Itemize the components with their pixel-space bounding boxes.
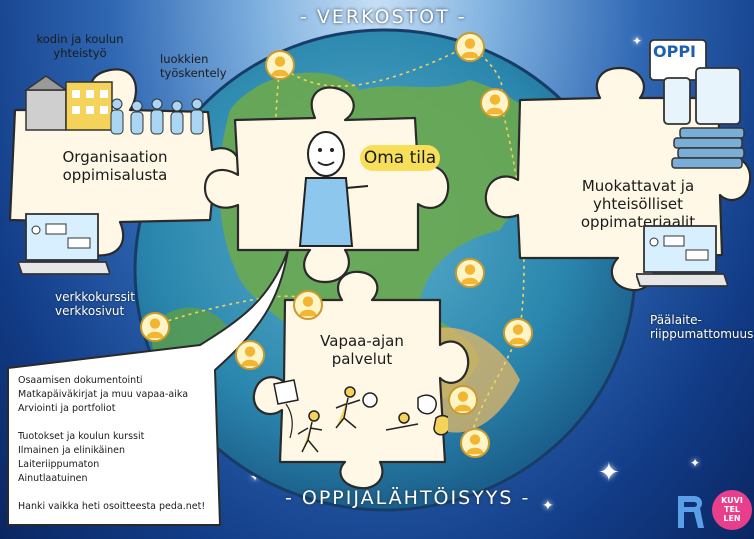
school-home-label: kodin ja koulun yhteistyö — [36, 32, 124, 60]
person-avatar-icon — [460, 428, 490, 458]
crowd-icon — [110, 98, 204, 135]
person-avatar-icon — [235, 340, 265, 370]
info-item: Ilmainen ja elinikäinen — [18, 445, 126, 456]
info-item: Ainutlaatuinen — [18, 473, 88, 484]
person-avatar-icon — [455, 32, 485, 62]
info-item: Tuotokset ja koulun kurssit — [18, 431, 145, 442]
person-avatar-icon — [265, 50, 295, 80]
leisure-activities-icon — [273, 379, 448, 453]
person-avatar-icon — [503, 318, 533, 348]
kuvitellen-logo-line: LEN — [723, 514, 741, 523]
person-avatar-icon — [448, 385, 478, 415]
organisation-platform-label: Organisaation oppimisalusta — [62, 148, 168, 184]
info-item: Arviointi ja portfoliot — [18, 403, 116, 414]
laptop-icon — [636, 225, 728, 287]
school-buildings-icon — [23, 75, 113, 131]
person-avatar-icon — [293, 290, 323, 320]
pr-logo — [676, 494, 706, 534]
teacher-figure-icon — [298, 131, 369, 247]
top-banner-title: - VERKOSTOT - — [300, 6, 467, 28]
person-avatar-icon — [140, 312, 170, 342]
kuvitellen-logo-line: TEL — [723, 505, 741, 514]
leisure-services-label: Vapaa-ajan palvelut — [320, 332, 404, 368]
info-footer-link[interactable]: Hanki vaikka heti osoitteesta peda.net! — [18, 501, 206, 512]
person-avatar-icon — [455, 258, 485, 288]
kuvitellen-logo-line: KUVI — [721, 496, 743, 505]
oppi-logo: OPPI — [653, 42, 697, 61]
bottom-banner-title: - OPPIJALÄHTÖISYYS - — [285, 487, 531, 509]
kuvitellen-logo: KUVI TEL LEN — [712, 490, 752, 530]
star-icon: ✦ — [632, 34, 643, 48]
star-icon: ✦ — [542, 498, 554, 514]
star-icon: ✦ — [598, 458, 620, 488]
materials-label: Muokattavat ja yhteisölliset oppimateria… — [580, 177, 696, 231]
tablets-and-books-icon — [649, 39, 745, 169]
device-independence-label: Päälaite-riippumattomuus — [650, 313, 754, 341]
own-space-label: Oma tila — [360, 145, 440, 171]
class-work-label: luokkien työskentely — [160, 52, 227, 80]
web-courses-label: verkkokurssit verkkosivut — [55, 290, 135, 318]
info-item: Osaamisen dokumentointi — [18, 375, 143, 386]
info-panel: Osaamisen dokumentointi Matkapäiväkirjat… — [18, 374, 205, 514]
person-avatar-icon — [480, 88, 510, 118]
star-icon: ✦ — [250, 470, 261, 484]
info-item: Matkapäiväkirjat ja muu vapaa-aika — [18, 389, 189, 400]
star-icon: ✦ — [690, 456, 701, 470]
laptop-icon — [18, 213, 110, 275]
info-item: Laiteriippumaton — [18, 459, 100, 470]
puzzle-piece-bottom — [252, 270, 470, 490]
